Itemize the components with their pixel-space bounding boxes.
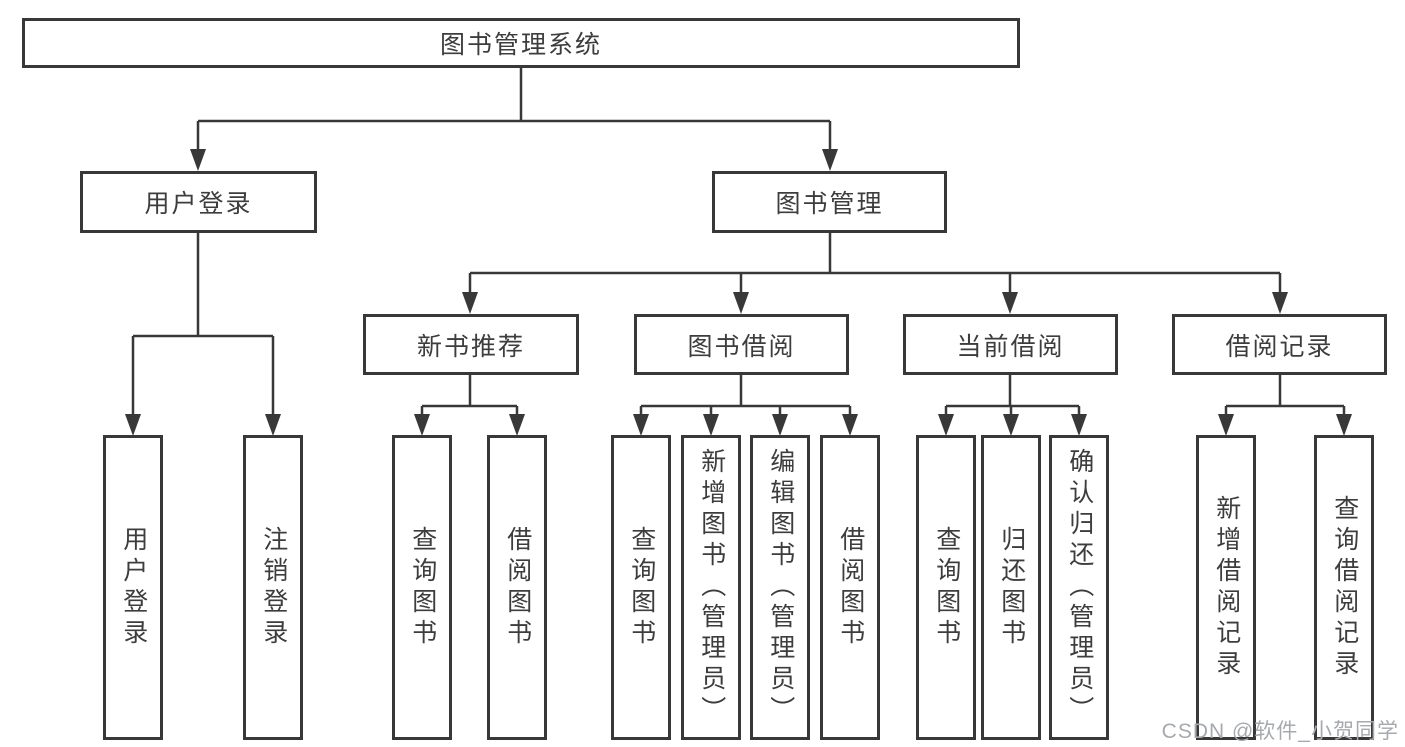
leaf-query-borrow-record: 查询借阅记录	[1314, 435, 1374, 740]
leaf-add-books-admin-label: 新增图书（管理员）	[697, 448, 726, 727]
leaf-add-borrow-record: 新增借阅记录	[1196, 435, 1256, 740]
leaf-query-books-borrow: 查询图书	[611, 435, 671, 740]
node-book-management: 图书管理	[712, 171, 947, 233]
leaf-add-borrow-record-label: 新增借阅记录	[1212, 494, 1241, 681]
leaf-user-login: 用户登录	[103, 435, 163, 740]
leaf-borrow-books-borrow-label: 借阅图书	[836, 525, 865, 650]
leaf-edit-books-admin-label: 编辑图书（管理员）	[766, 448, 795, 727]
leaf-logout: 注销登录	[243, 435, 303, 740]
leaf-user-login-label: 用户登录	[119, 525, 148, 650]
leaf-borrow-books-recommend: 借阅图书	[487, 435, 547, 740]
node-user-login-label: 用户登录	[144, 190, 253, 218]
node-book-borrow: 图书借阅	[634, 314, 849, 375]
node-new-book-recommend: 新书推荐	[363, 314, 579, 375]
leaf-confirm-return-admin-label: 确认归还（管理员）	[1065, 448, 1094, 727]
leaf-return-books-label: 归还图书	[997, 525, 1026, 650]
leaf-confirm-return-admin: 确认归还（管理员）	[1049, 435, 1109, 740]
node-book-management-label: 图书管理	[775, 190, 884, 218]
leaf-query-books-recommend-label: 查询图书	[408, 525, 437, 650]
leaf-query-borrow-record-label: 查询借阅记录	[1330, 494, 1359, 681]
leaf-add-books-admin: 新增图书（管理员）	[681, 435, 741, 740]
node-current-borrow: 当前借阅	[903, 314, 1118, 375]
leaf-edit-books-admin: 编辑图书（管理员）	[750, 435, 810, 740]
node-root-label: 图书管理系统	[439, 31, 602, 59]
leaf-query-books-borrow-label: 查询图书	[627, 525, 656, 650]
watermark: CSDN @软件_小贺同学	[1161, 720, 1399, 743]
leaf-logout-label: 注销登录	[259, 525, 288, 650]
node-book-borrow-label: 图书借阅	[687, 332, 796, 361]
leaf-return-books: 归还图书	[981, 435, 1041, 740]
leaf-query-books-current-label: 查询图书	[932, 525, 961, 650]
node-new-book-recommend-label: 新书推荐	[416, 332, 525, 361]
node-borrow-records-label: 借阅记录	[1225, 332, 1334, 361]
node-borrow-records: 借阅记录	[1172, 314, 1387, 375]
leaf-borrow-books-recommend-label: 借阅图书	[503, 525, 532, 650]
node-current-borrow-label: 当前借阅	[956, 332, 1065, 361]
node-root: 图书管理系统	[22, 18, 1020, 68]
leaf-borrow-books-borrow: 借阅图书	[820, 435, 880, 740]
leaf-query-books-current: 查询图书	[916, 435, 976, 740]
leaf-query-books-recommend: 查询图书	[392, 435, 452, 740]
node-user-login: 用户登录	[80, 171, 317, 233]
